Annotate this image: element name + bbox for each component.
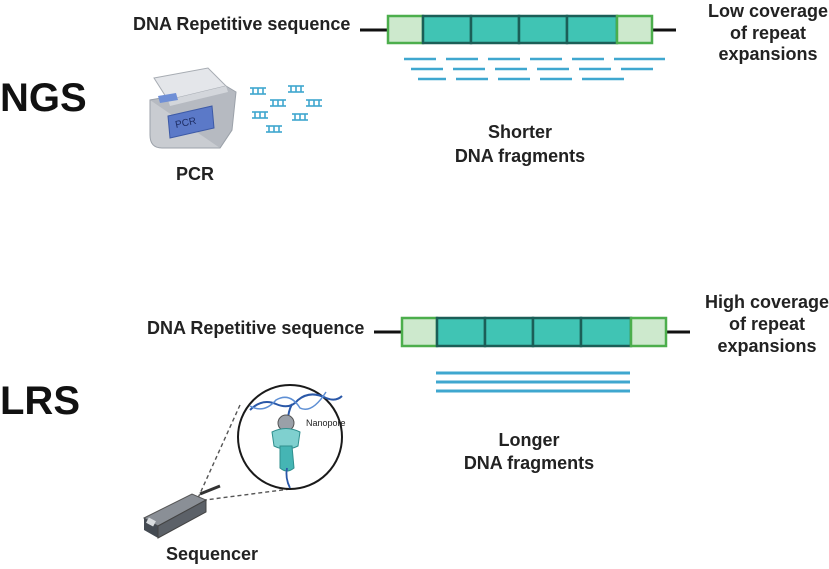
ngs-repeat-unit [565, 14, 619, 45]
lrs-repeat-unit [483, 316, 535, 348]
sequencer-device-icon [142, 484, 221, 539]
lrs-coverage-line3: expansions [717, 336, 816, 356]
ngs-dna-construct [360, 14, 676, 45]
lrs-sequence-label: DNA Repetitive sequence [147, 318, 364, 338]
ngs-flank-left [386, 14, 425, 45]
ngs-repeat-unit [517, 14, 569, 45]
nanopore-zoom-icon: Nanopore [197, 384, 346, 501]
lrs-fragment-label-line1: Longer [499, 430, 560, 450]
lrs-repeat-unit [531, 316, 583, 348]
ngs-fragment-label-line1: Shorter [488, 122, 552, 142]
lrs-title: LRS [0, 379, 80, 423]
ngs-fragment-label-line2: DNA fragments [455, 146, 585, 166]
sequencer-label: Sequencer [166, 544, 258, 564]
ngs-coverage-line3: expansions [718, 44, 817, 64]
pcr-screen-text: PCR [174, 116, 197, 131]
lrs-repeat-unit [435, 316, 487, 348]
lrs-coverage-line1: High coverage [705, 292, 829, 312]
lrs-flank-left [400, 316, 439, 348]
nanopore-label: Nanopore [306, 418, 346, 428]
lrs-coverage-line2: of repeat [729, 314, 805, 334]
pcr-machine-icon: PCR [149, 67, 237, 149]
ngs-flank-right [615, 14, 654, 45]
ngs-coverage-line2: of repeat [730, 23, 806, 43]
lrs-fragment-label-line2: DNA fragments [464, 453, 594, 473]
lrs-flank-right [629, 316, 668, 348]
ngs-repeat-unit [421, 14, 473, 45]
ngs-short-fragments [404, 57, 665, 81]
lrs-repeat-unit [579, 316, 633, 348]
ngs-repeat-unit [469, 14, 521, 45]
pcr-label: PCR [176, 164, 214, 184]
lrs-long-fragments [436, 371, 630, 393]
lrs-dna-construct [374, 316, 690, 348]
ngs-sequence-label: DNA Repetitive sequence [133, 14, 350, 34]
dna-fragment-icons [250, 85, 322, 133]
ngs-title: NGS [0, 76, 87, 120]
ngs-coverage-line1: Low coverage [708, 1, 828, 21]
